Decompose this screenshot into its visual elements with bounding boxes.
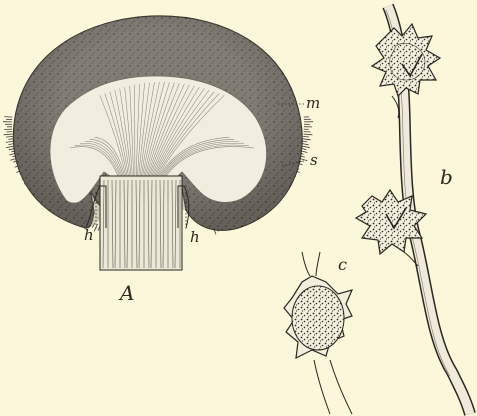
label-m: m bbox=[306, 94, 320, 112]
label-a: A bbox=[118, 281, 134, 305]
branch-bud bbox=[392, 96, 399, 118]
figure-c-spore: c bbox=[284, 252, 352, 414]
thread-c-bottom bbox=[314, 360, 352, 414]
label-c: c bbox=[338, 255, 347, 274]
spore-c-body bbox=[292, 286, 344, 350]
figure-a-sporangium: m s h h A bbox=[3, 16, 320, 305]
figure-b-hypha: b bbox=[356, 6, 470, 414]
label-h-right: h bbox=[190, 228, 200, 246]
label-b: b bbox=[440, 165, 453, 189]
label-h-left: h bbox=[84, 226, 94, 244]
thread-c-top bbox=[302, 252, 320, 276]
label-s: s bbox=[310, 151, 318, 169]
